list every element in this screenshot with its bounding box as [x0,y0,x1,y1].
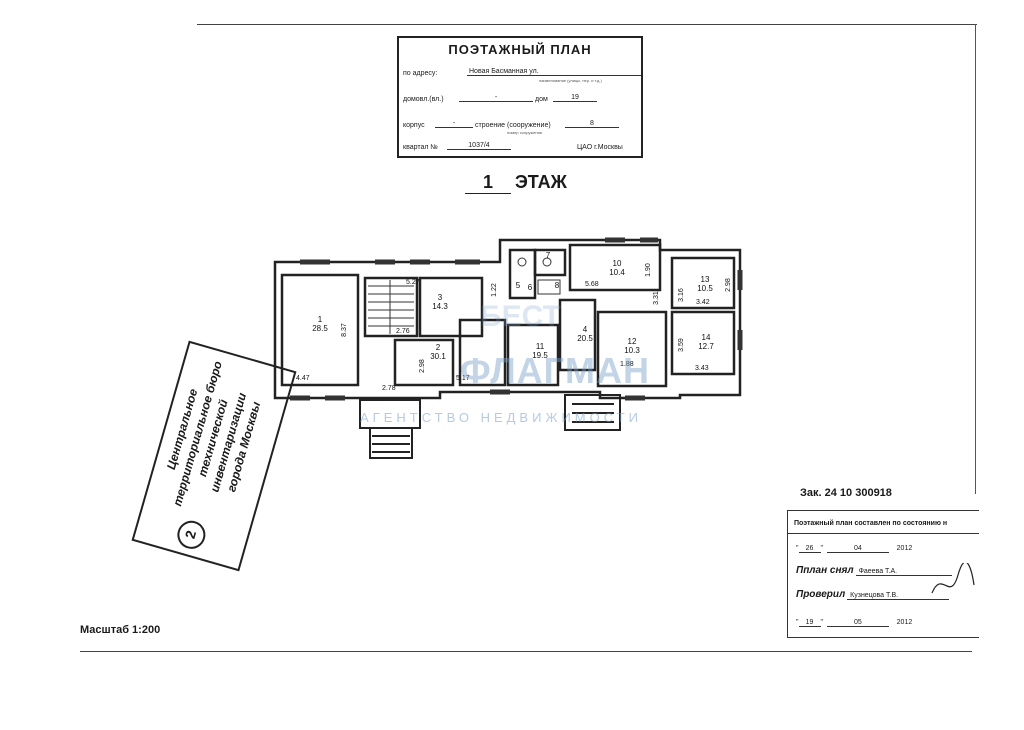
dimension-label: 3.43 [695,365,709,372]
dimension-label: 8.37 [341,323,348,337]
right-border-line [975,24,976,494]
plan-by-row: Пплан снял Фаеева Т.А. [796,565,952,576]
room-13-outline [670,256,736,310]
room-3-outline [418,276,484,338]
dimension-label: 4.47 [296,375,310,382]
dimension-label: 1.22 [491,283,498,297]
dimension-label: 5.17 [456,375,470,382]
dimension-label: 2.78 [382,385,396,392]
bottom-border-line [80,651,972,652]
address-sub: наименование (улицы, пер. и т.д.) [539,78,602,83]
stroenie-value: 8 [565,120,619,128]
room-12-area: 10.3 [624,346,640,355]
domovl-label: домовл.(вл.) [403,96,444,103]
room-5-number: 5 [516,281,521,290]
address-value: Новая Басманная ул. [467,68,641,76]
date-row-2: "19" 05 2012 [796,619,913,627]
room-3-area: 14.3 [432,302,448,311]
room-7-number: 7 [546,251,551,260]
room-3-number: 3 [438,293,443,302]
dimension-label: 3.31 [653,291,660,305]
korpus-label: корпус [403,122,425,129]
dimension-label: 3.16 [678,288,685,302]
room-4-outline [558,298,597,372]
dimension-label: 5.68 [585,281,599,288]
dimension-label: 2.98 [419,359,426,373]
room-11-outline [506,323,560,387]
kvartal-value: 1037/4 [447,142,511,150]
dimension-label: 2.76 [396,328,410,335]
document-title: ПОЭТАЖНЫЙ ПЛАН [448,42,592,57]
room-6-number: 6 [528,283,533,292]
address-label: по адресу: [403,70,438,77]
room-14-outline [670,310,736,376]
dimension-label: 1.88 [620,361,634,368]
dimension-label: 5.27 [406,279,420,286]
dom-value: 19 [553,94,597,102]
stroenie-label: строение (сооружение) [475,122,551,129]
watermark-logo: ФЛАГМАН [460,350,651,391]
order-number: Зак. 24 10 300918 [800,487,892,499]
watermark-subtitle: АГЕНТСТВО НЕДВИЖИМОСТИ [360,410,642,425]
title-block: ПОЭТАЖНЫЙ ПЛАН по адресу: Новая Басманна… [397,36,643,158]
district-label: ЦАО г.Москвы [577,144,623,151]
top-border-line [197,24,977,25]
certification-block: Поэтажный план составлен по состоянию н … [787,510,979,638]
entrance-right-porch [564,394,621,431]
room-11-number: 11 [536,342,545,351]
room-7-outline [533,248,567,277]
room-2-number: 2 [436,343,441,352]
outer-wall [273,238,742,400]
room-8-number: 8 [555,281,560,290]
room-11-area: 19.5 [532,351,548,360]
room-4-area: 20.5 [577,334,593,343]
scale-label: Масштаб 1:200 [80,624,161,636]
room-1-outline [280,273,360,387]
stair-outline [363,276,419,338]
checked-by-row: Проверил Кузнецова Т.В. [796,589,950,600]
room-2-area: 30.1 [430,352,446,361]
room-1-area: 28.5 [312,324,328,333]
room-14-number: 14 [702,333,711,342]
watermark-top: БЕСТ [480,300,561,333]
room-2-outline [393,338,455,387]
room-1-number: 1 [318,315,323,324]
floor-number: 1 [465,172,511,194]
room-4-number: 4 [583,325,588,334]
room-14-area: 12.7 [698,342,714,351]
date-row-1: "26" 04 2012 [796,545,913,553]
corridor-outline [458,318,507,387]
room-13-number: 13 [701,275,710,284]
signature-mark [931,563,975,594]
floor-label: ЭТАЖ [515,172,567,192]
domovl-value: - [459,94,533,102]
dimension-label: 1.90 [645,263,652,277]
room-12-number: 12 [628,337,637,346]
dom-label: дом [535,96,548,103]
room-13-area: 10.5 [697,284,713,293]
stroenie-sub: номер сооружения [507,130,542,135]
room-10-area: 10.4 [609,268,625,277]
certification-header: Поэтажный план составлен по состоянию н [794,520,948,527]
dimension-label: 3.42 [696,299,710,306]
dimension-label: 2.98 [725,278,732,292]
entrance-left-steps [369,427,413,459]
kvartal-label: квартал № [403,144,438,151]
room-12-outline [596,310,668,388]
korpus-value: - [435,120,473,128]
room-10-outline [568,243,662,292]
dimension-label: 3.59 [678,338,685,352]
room-10-number: 10 [613,259,622,268]
